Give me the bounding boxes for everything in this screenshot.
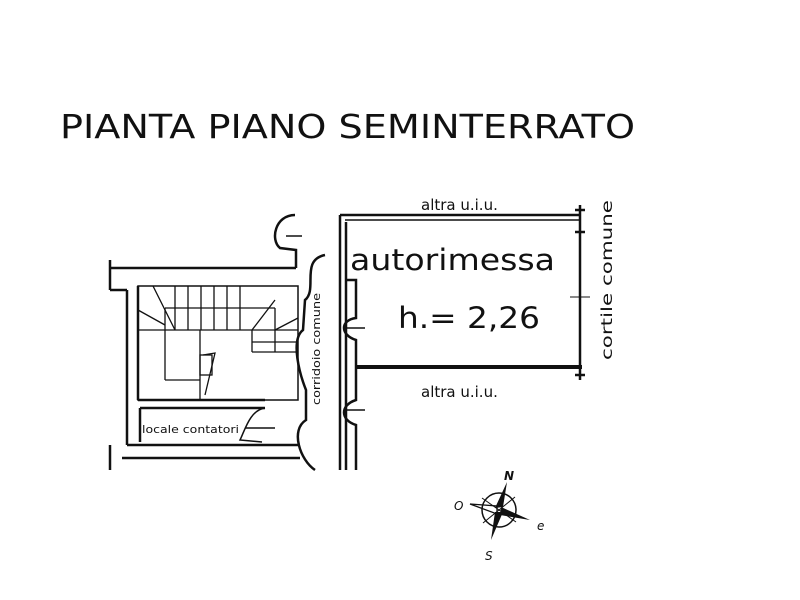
corridor-label: corridoio comune [310, 293, 323, 405]
walls [108, 205, 590, 472]
compass-rose: N O e S [454, 469, 544, 563]
compass-west: O [454, 499, 463, 513]
compass-north: N [504, 469, 514, 483]
meter-room-label: locale contatori [142, 423, 239, 436]
garage-label: autorimessa [350, 243, 555, 277]
compass-south: S [485, 549, 493, 563]
room-labels: altra u.i.u. altra u.i.u. autorimessa h.… [142, 196, 616, 436]
compass-east: e [537, 519, 544, 533]
staircase [137, 285, 299, 400]
neighbor-top-label: altra u.i.u. [421, 196, 498, 214]
neighbor-bottom-label: altra u.i.u. [421, 383, 498, 401]
courtyard-label: cortile comune [598, 200, 616, 360]
plan-title: PIANTA PIANO SEMINTERRATO [60, 107, 635, 146]
garage-height-label: h.= 2,26 [398, 301, 540, 335]
